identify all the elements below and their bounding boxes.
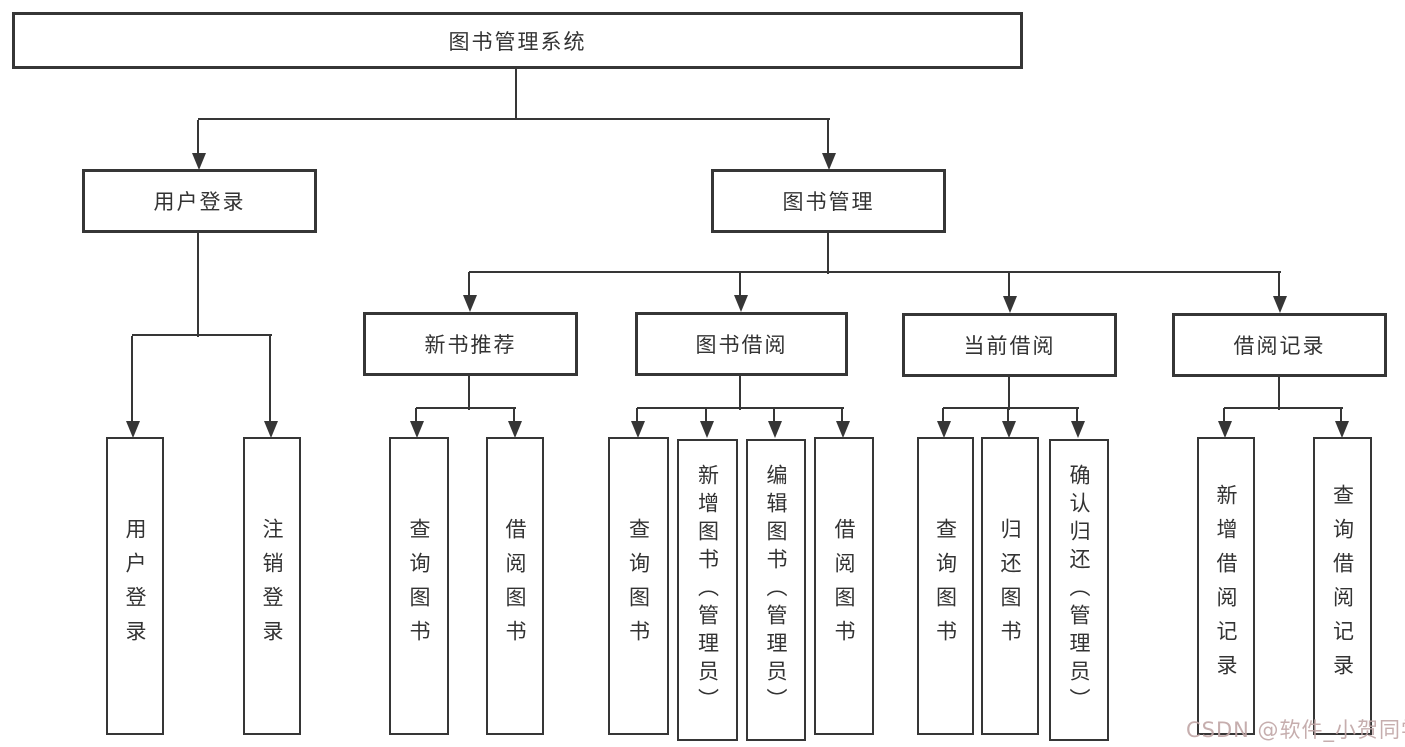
arrow-down-icon bbox=[822, 153, 836, 170]
arrow-down-icon bbox=[126, 421, 140, 438]
connector-line bbox=[739, 376, 741, 410]
arrow-down-icon bbox=[768, 421, 782, 438]
connector-line bbox=[827, 120, 829, 158]
connector-line bbox=[468, 376, 470, 410]
arrow-down-icon bbox=[631, 421, 645, 438]
arrow-down-icon bbox=[836, 421, 850, 438]
node-leaf-br-query: 查询借阅记录 bbox=[1313, 437, 1372, 735]
connector-line bbox=[739, 272, 741, 301]
connector-line bbox=[197, 120, 199, 158]
node-leaf-cb-confirm: 确认归还（管理员） bbox=[1049, 439, 1109, 741]
arrow-down-icon bbox=[1071, 421, 1085, 438]
connector-line bbox=[1008, 272, 1010, 301]
arrow-down-icon bbox=[937, 421, 951, 438]
connector-line bbox=[1076, 408, 1078, 426]
connector-line bbox=[131, 336, 133, 426]
connector-line bbox=[269, 336, 271, 426]
connector-line bbox=[469, 271, 1281, 273]
arrow-down-icon bbox=[508, 421, 522, 438]
connector-line bbox=[773, 408, 775, 426]
connector-line bbox=[1223, 408, 1225, 426]
connector-line bbox=[1008, 376, 1010, 410]
connector-line bbox=[132, 334, 272, 336]
arrow-down-icon bbox=[463, 295, 477, 312]
node-leaf-bb-query: 查询图书 bbox=[608, 437, 669, 735]
arrow-down-icon bbox=[734, 295, 748, 312]
connector-line bbox=[198, 118, 830, 120]
connector-line bbox=[637, 407, 844, 409]
node-borrow-records: 借阅记录 bbox=[1172, 313, 1387, 377]
arrow-down-icon bbox=[410, 421, 424, 438]
connector-line bbox=[415, 408, 417, 426]
arrow-down-icon bbox=[1273, 296, 1287, 313]
connector-line bbox=[943, 407, 1079, 409]
connector-line bbox=[1007, 408, 1009, 426]
node-leaf-nb-query: 查询图书 bbox=[389, 437, 449, 735]
node-new-book-rec: 新书推荐 bbox=[363, 312, 578, 376]
connector-line bbox=[636, 408, 638, 426]
node-book-borrow: 图书借阅 bbox=[635, 312, 848, 376]
connector-line bbox=[1278, 376, 1280, 410]
arrow-down-icon bbox=[700, 421, 714, 438]
node-user-login: 用户登录 bbox=[82, 169, 317, 233]
arrow-down-icon bbox=[1218, 421, 1232, 438]
connector-line bbox=[827, 233, 829, 274]
node-current-borrow: 当前借阅 bbox=[902, 313, 1117, 377]
connector-line bbox=[942, 408, 944, 426]
node-leaf-br-add: 新增借阅记录 bbox=[1197, 437, 1255, 735]
arrow-down-icon bbox=[1335, 421, 1349, 438]
node-leaf-cb-return: 归还图书 bbox=[981, 437, 1039, 735]
connector-line bbox=[1224, 407, 1343, 409]
connector-line bbox=[468, 272, 470, 301]
watermark: CSDN @软件_小贺同学 bbox=[1186, 718, 1405, 742]
node-root: 图书管理系统 bbox=[12, 12, 1023, 69]
node-leaf-nb-borrow: 借阅图书 bbox=[486, 437, 544, 735]
node-book-mgmt: 图书管理 bbox=[711, 169, 946, 233]
arrow-down-icon bbox=[192, 153, 206, 170]
arrow-down-icon bbox=[1003, 296, 1017, 313]
node-leaf-bb-borrow: 借阅图书 bbox=[814, 437, 874, 735]
node-leaf-bb-edit: 编辑图书（管理员） bbox=[746, 439, 806, 741]
connector-line bbox=[1278, 272, 1280, 301]
arrow-down-icon bbox=[1002, 421, 1016, 438]
connector-line bbox=[705, 408, 707, 426]
connector-line bbox=[513, 408, 515, 426]
connector-line bbox=[1340, 408, 1342, 426]
arrow-down-icon bbox=[264, 421, 278, 438]
connector-line bbox=[197, 233, 199, 337]
node-leaf-bb-add: 新增图书（管理员） bbox=[677, 439, 738, 741]
connector-line bbox=[515, 68, 517, 120]
connector-line bbox=[841, 408, 843, 426]
node-leaf-user-login: 用户登录 bbox=[106, 437, 164, 735]
node-leaf-cb-query: 查询图书 bbox=[917, 437, 974, 735]
node-leaf-logout: 注销登录 bbox=[243, 437, 301, 735]
connector-line bbox=[416, 407, 516, 409]
